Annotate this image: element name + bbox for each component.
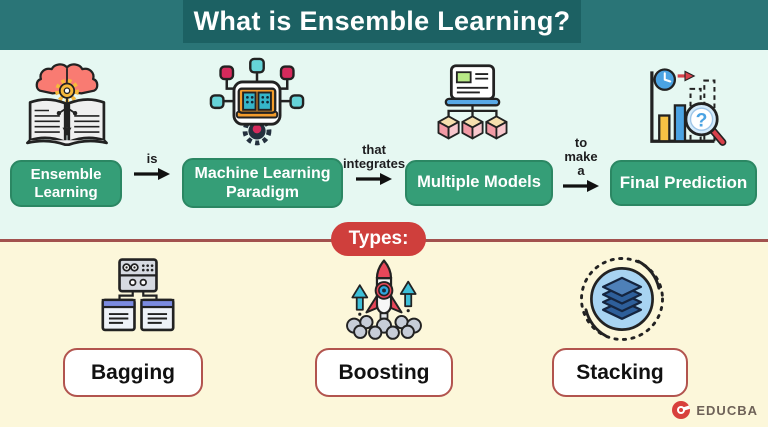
- arrow-right-icon: [356, 173, 392, 186]
- laptop-models-icon: [425, 63, 520, 155]
- step-label: Ensemble Learning: [30, 165, 102, 201]
- step-label: Final Prediction: [619, 172, 748, 192]
- type-label-text: Stacking: [576, 360, 664, 384]
- arrow-right-icon: [563, 180, 599, 193]
- brain-book-icon: [22, 60, 112, 152]
- page-title: What is Ensemble Learning?: [193, 6, 571, 36]
- arrow-right-icon: [134, 168, 170, 181]
- step-box-final-prediction: Final Prediction: [610, 160, 757, 206]
- types-section: Bagging: [0, 242, 768, 427]
- server-network-icon: [94, 256, 182, 344]
- type-label-text: Bagging: [91, 360, 175, 384]
- brand-name: EDUCBA: [696, 402, 758, 418]
- svg-text:?: ?: [696, 111, 708, 132]
- rocket-icon: [340, 257, 428, 345]
- chart-magnifier-icon: ?: [637, 64, 733, 156]
- step-box-multiple-models: Multiple Models: [405, 160, 553, 206]
- type-label-bagging: Bagging: [63, 348, 203, 397]
- step-box-ml-paradigm: Machine Learning Paradigm: [182, 158, 343, 208]
- type-label-stacking: Stacking: [552, 348, 688, 397]
- type-label-text: Boosting: [338, 360, 430, 384]
- step-label: Machine Learning Paradigm: [194, 164, 331, 201]
- title-banner: What is Ensemble Learning?: [183, 0, 581, 43]
- connector-that-integrates: that integrates: [342, 142, 406, 186]
- connector-to-make-a: to make a: [555, 135, 607, 193]
- connector-label: that integrates: [342, 142, 406, 172]
- connector-label: to make a: [564, 135, 598, 179]
- brand-footer: EDUCBA: [671, 400, 758, 420]
- connector-is: is: [124, 151, 180, 181]
- connector-label: is: [146, 151, 158, 166]
- stacked-layers-icon: [577, 254, 667, 344]
- flow-section: Ensemble Learning is: [0, 50, 768, 239]
- robot-book-icon: [207, 57, 307, 153]
- types-badge-text: Types:: [348, 228, 409, 249]
- type-label-boosting: Boosting: [315, 348, 453, 397]
- step-label: Multiple Models: [417, 173, 541, 192]
- types-badge: Types:: [331, 222, 426, 256]
- step-box-ensemble-learning: Ensemble Learning: [10, 160, 122, 207]
- header-bar: What is Ensemble Learning?: [0, 0, 768, 50]
- educba-e-icon: [672, 401, 691, 419]
